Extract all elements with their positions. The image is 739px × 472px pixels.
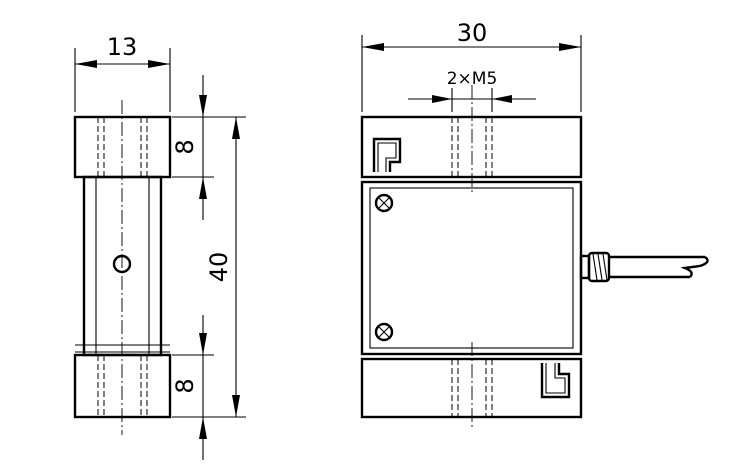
thread-callout-text: 2×M5 xyxy=(447,69,498,89)
arrowhead xyxy=(559,43,581,51)
front-view xyxy=(360,85,709,430)
arrowhead xyxy=(492,95,512,103)
arrowhead xyxy=(75,60,97,68)
side-bottom-block xyxy=(73,353,172,419)
arrowhead xyxy=(362,43,384,51)
side-view xyxy=(73,100,172,435)
arrowhead xyxy=(432,95,452,103)
dim-text-8-bottom: 8 xyxy=(171,378,199,393)
arrowhead xyxy=(232,117,240,139)
dimension-side-width: 13 xyxy=(74,33,171,112)
dimension-side-heights: 8 40 8 xyxy=(171,75,246,460)
front-body xyxy=(360,180,583,356)
screw-icon xyxy=(374,193,394,213)
dimension-front-width: 30 xyxy=(361,19,582,112)
side-body xyxy=(82,175,163,357)
front-step-detail-top-inner xyxy=(377,142,397,172)
dimension-thread-callout: 2×M5 xyxy=(408,69,536,112)
arrowhead xyxy=(199,333,207,355)
front-step-detail-top xyxy=(372,137,402,172)
arrowhead xyxy=(232,395,240,417)
front-bottom-block xyxy=(360,357,583,419)
cable-gland xyxy=(587,251,611,283)
side-top-block xyxy=(73,115,172,179)
arrowhead xyxy=(199,95,207,117)
cable xyxy=(579,251,709,283)
screw-icon xyxy=(374,322,394,342)
dim-text-8-top: 8 xyxy=(171,139,199,154)
front-top-block xyxy=(360,115,583,179)
front-step-detail-bottom-inner xyxy=(545,363,566,394)
dim-text-40: 40 xyxy=(205,252,233,283)
dim-text-13: 13 xyxy=(107,33,138,61)
front-step-detail-bottom xyxy=(540,363,571,399)
cable-break xyxy=(680,256,709,278)
arrowhead xyxy=(148,60,170,68)
arrowhead xyxy=(199,177,207,199)
arrowhead xyxy=(199,417,207,439)
dim-text-30: 30 xyxy=(457,19,488,47)
front-body-inner-edge xyxy=(369,187,574,349)
